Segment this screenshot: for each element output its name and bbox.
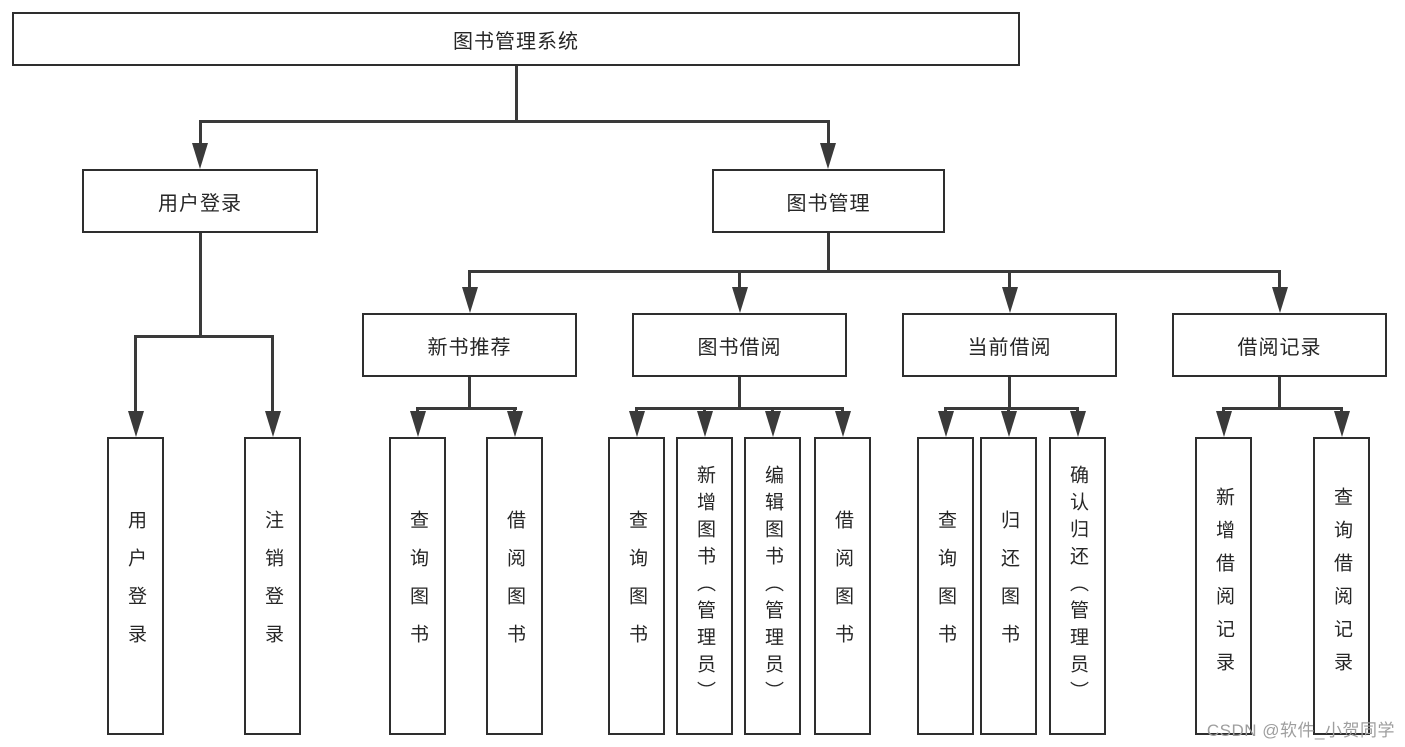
leaf-return-books: 归还图书: [980, 437, 1037, 735]
connector-line: [635, 407, 638, 414]
arrow-down-icon: [937, 411, 954, 437]
arrow-down-icon: [628, 411, 645, 437]
connector-line: [198, 120, 202, 145]
leaf-add-borrow-record-label: 新增借阅记录: [1213, 487, 1234, 685]
node-root: 图书管理系统: [12, 12, 1020, 66]
leaf-borrow-books-recommend: 借阅图书: [486, 437, 543, 735]
leaf-query-borrow-record: 查询借阅记录: [1313, 437, 1370, 735]
leaf-add-books-admin: 新增图书（管理员）: [676, 437, 733, 735]
node-borrow-records: 借阅记录: [1172, 313, 1387, 377]
connector-line: [134, 335, 137, 413]
leaf-borrow-books-label: 借阅图书: [832, 510, 853, 662]
connector-line: [271, 335, 274, 413]
connector-line: [1008, 270, 1011, 289]
connector-line: [198, 120, 830, 123]
node-current-borrowing: 当前借阅: [902, 313, 1117, 377]
connector-line: [944, 407, 1079, 410]
connector-line: [1278, 377, 1281, 410]
connector-line: [635, 407, 844, 410]
connector-line: [738, 377, 741, 410]
leaf-query-borrow-record-label: 查询借阅记录: [1331, 487, 1352, 685]
leaf-logout-label: 注销登录: [262, 510, 283, 662]
arrow-down-icon: [1069, 411, 1086, 437]
connector-line: [1222, 407, 1343, 410]
leaf-logout: 注销登录: [244, 437, 301, 735]
watermark: CSDN @软件_小贺同学: [1206, 721, 1395, 740]
connector-line: [1008, 377, 1011, 410]
connector-line: [841, 407, 844, 414]
connector-line: [1340, 407, 1343, 414]
arrow-down-icon: [461, 287, 478, 313]
leaf-confirm-return-admin: 确认归还（管理员）: [1049, 437, 1106, 735]
node-user-login: 用户登录: [82, 169, 318, 233]
connector-line: [944, 407, 947, 414]
leaf-query-books-current-label: 查询图书: [935, 510, 956, 662]
arrow-down-icon: [820, 143, 836, 169]
connector-line: [771, 407, 774, 414]
leaf-confirm-return-admin-label: 确认归还（管理员）: [1067, 464, 1088, 708]
leaf-query-books-borrow: 查询图书: [608, 437, 665, 735]
leaf-query-books-current: 查询图书: [917, 437, 974, 735]
leaf-query-books-recommend-label: 查询图书: [407, 510, 428, 662]
arrow-down-icon: [506, 411, 523, 437]
node-new-book-recommend: 新书推荐: [362, 313, 577, 377]
leaf-borrow-books-recommend-label: 借阅图书: [504, 510, 525, 662]
node-book-borrowing-label: 图书借阅: [697, 336, 782, 359]
node-user-login-label: 用户登录: [158, 192, 242, 215]
leaf-edit-books-admin-label: 编辑图书（管理员）: [762, 464, 783, 708]
leaf-edit-books-admin: 编辑图书（管理员）: [744, 437, 801, 735]
connector-line: [1076, 407, 1079, 414]
connector-line: [703, 407, 706, 414]
connector-line: [468, 270, 1281, 273]
connector-line: [198, 233, 202, 338]
arrow-down-icon: [731, 287, 748, 313]
connector-line: [826, 120, 830, 145]
connector-line: [1278, 270, 1281, 289]
node-book-management-label: 图书管理: [786, 192, 871, 215]
arrow-down-icon: [696, 411, 713, 437]
node-borrow-records-label: 借阅记录: [1237, 336, 1322, 359]
connector-line: [827, 233, 830, 273]
leaf-user-login: 用户登录: [107, 437, 164, 735]
leaf-return-books-label: 归还图书: [998, 510, 1019, 662]
leaf-query-books-recommend: 查询图书: [389, 437, 446, 735]
arrow-down-icon: [264, 411, 281, 437]
arrow-down-icon: [1000, 411, 1017, 437]
leaf-borrow-books: 借阅图书: [814, 437, 871, 735]
node-root-label: 图书管理系统: [453, 30, 579, 53]
connector-line: [513, 407, 516, 414]
connector-line: [468, 377, 471, 410]
node-book-management: 图书管理: [712, 169, 945, 233]
leaf-query-books-borrow-label: 查询图书: [626, 510, 647, 662]
arrow-down-icon: [409, 411, 426, 437]
leaf-add-books-admin-label: 新增图书（管理员）: [694, 464, 715, 708]
arrow-down-icon: [1001, 287, 1018, 313]
node-current-borrowing-label: 当前借阅: [967, 336, 1052, 359]
leaf-user-login-label: 用户登录: [125, 510, 146, 662]
connector-line: [416, 407, 517, 410]
connector-line: [416, 407, 419, 414]
connector-line: [134, 335, 274, 338]
arrow-down-icon: [1271, 287, 1288, 313]
connector-line: [468, 270, 471, 289]
node-book-borrowing: 图书借阅: [632, 313, 847, 377]
arrow-down-icon: [127, 411, 144, 437]
arrow-down-icon: [834, 411, 851, 437]
arrow-down-icon: [764, 411, 781, 437]
leaf-add-borrow-record: 新增借阅记录: [1195, 437, 1252, 735]
arrow-down-icon: [1333, 411, 1350, 437]
connector-line: [1222, 407, 1225, 414]
connector-line: [1007, 407, 1010, 414]
node-new-book-recommend-label: 新书推荐: [427, 336, 512, 359]
connector-line: [738, 270, 741, 289]
connector-line: [514, 66, 518, 123]
arrow-down-icon: [1215, 411, 1232, 437]
arrow-down-icon: [192, 143, 208, 169]
